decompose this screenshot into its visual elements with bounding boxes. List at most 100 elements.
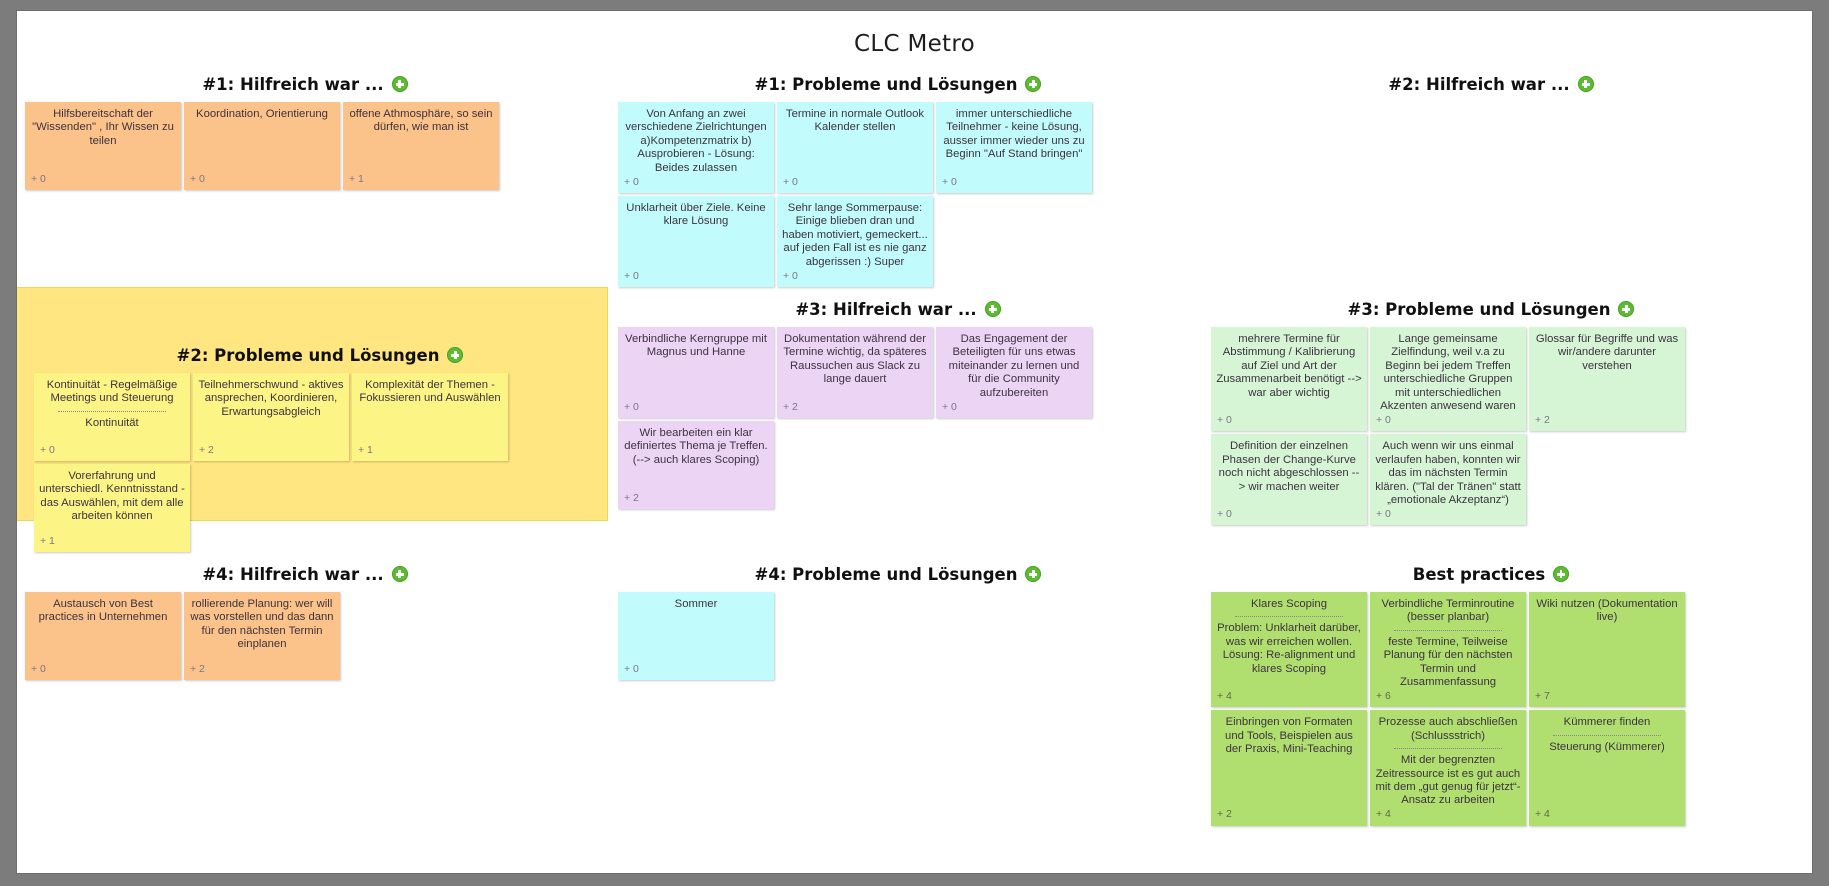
card[interactable]: Verbindliche Terminroutine (besser planb… bbox=[1370, 592, 1526, 708]
vote-count[interactable]: + 0 bbox=[624, 400, 639, 413]
vote-count[interactable]: + 2 bbox=[783, 400, 798, 413]
plus-circle-icon[interactable] bbox=[1577, 76, 1594, 92]
card[interactable]: Einbringen von Formaten und Tools, Beisp… bbox=[1211, 710, 1367, 826]
section-title: #1: Hilfreich war ... bbox=[202, 74, 384, 94]
retro-board: CLC Metro #1: Hilfreich war ... Hilfsber… bbox=[17, 11, 1812, 873]
card-text: Teilnehmerschwund - aktives ansprechen, … bbox=[198, 379, 344, 418]
vote-count[interactable]: + 1 bbox=[349, 172, 364, 185]
card[interactable]: Komplexität der Themen - Fokussieren und… bbox=[352, 373, 508, 461]
plus-circle-icon[interactable] bbox=[984, 301, 1001, 317]
vote-count[interactable]: + 4 bbox=[1217, 690, 1232, 703]
plus-circle-icon[interactable] bbox=[1553, 566, 1570, 582]
card[interactable]: Auch wenn wir uns einmal verlaufen haben… bbox=[1370, 434, 1526, 526]
vote-count[interactable]: + 0 bbox=[624, 269, 639, 282]
card[interactable]: Hilfsbereitschaft der "Wissenden" , Ihr … bbox=[25, 102, 181, 190]
vote-count[interactable]: + 6 bbox=[1376, 690, 1391, 703]
vote-count[interactable]: + 0 bbox=[783, 175, 798, 188]
vote-count[interactable]: + 0 bbox=[942, 175, 957, 188]
card-text: Klares Scoping bbox=[1251, 598, 1327, 610]
card[interactable]: Wiki nutzen (Dokumentation live) + 7 bbox=[1529, 592, 1685, 708]
vote-count[interactable]: + 2 bbox=[190, 662, 205, 675]
card[interactable]: offene Athmosphäre, so sein dürfen, wie … bbox=[343, 102, 499, 190]
card-text: Verbindliche Terminroutine (besser planb… bbox=[1381, 598, 1515, 624]
vote-count[interactable]: + 0 bbox=[1217, 508, 1232, 521]
section-s3-hilfreich: #3: Hilfreich war ... Verbindliche Kerng… bbox=[618, 298, 1178, 510]
card[interactable]: Vorerfahrung und unterschiedl. Kenntniss… bbox=[34, 464, 190, 552]
plus-circle-icon[interactable] bbox=[447, 347, 464, 363]
card[interactable]: Austausch von Best practices in Unterneh… bbox=[25, 592, 181, 680]
vote-count[interactable]: + 4 bbox=[1535, 808, 1550, 821]
card[interactable]: Kümmerer finden Steuerung (Kümmerer) + 4 bbox=[1529, 710, 1685, 826]
card-list: Klares Scoping Problem: Unklarheit darüb… bbox=[1211, 592, 1771, 826]
plus-circle-icon[interactable] bbox=[391, 76, 408, 92]
plus-circle-icon[interactable] bbox=[1618, 301, 1635, 317]
vote-count[interactable]: + 0 bbox=[31, 662, 46, 675]
vote-count[interactable]: + 0 bbox=[624, 175, 639, 188]
card[interactable]: Klares Scoping Problem: Unklarheit darüb… bbox=[1211, 592, 1367, 708]
vote-count[interactable]: + 0 bbox=[1376, 508, 1391, 521]
card-text-secondary: Steuerung (Kümmerer) bbox=[1549, 740, 1665, 753]
card-text: Sommer bbox=[674, 598, 718, 610]
card[interactable]: Verbindliche Kerngruppe mit Magnus und H… bbox=[618, 327, 774, 419]
plus-circle-icon[interactable] bbox=[1025, 566, 1042, 582]
card-text: Definition der einzelnen Phasen der Chan… bbox=[1218, 440, 1360, 493]
card-text: rollierende Planung: wer will was vorste… bbox=[190, 598, 334, 651]
section-s4-hilfreich: #4: Hilfreich war ... Austausch von Best… bbox=[25, 563, 585, 680]
card-divider bbox=[1393, 629, 1503, 631]
card-text: mehrere Termine für Abstimmung / Kalibri… bbox=[1216, 333, 1362, 399]
vote-count[interactable]: + 0 bbox=[1217, 414, 1232, 427]
vote-count[interactable]: + 1 bbox=[40, 534, 55, 547]
vote-count[interactable]: + 2 bbox=[1217, 808, 1232, 821]
vote-count[interactable]: + 0 bbox=[40, 443, 55, 456]
card[interactable]: Glossar für Begriffe und was wir/andere … bbox=[1529, 327, 1685, 432]
card-text: Lange gemeinsame Zielfindung, weil v.a z… bbox=[1380, 333, 1516, 413]
vote-count[interactable]: + 2 bbox=[1535, 414, 1550, 427]
card-text-secondary: Problem: Unklarheit darüber, was wir err… bbox=[1217, 622, 1361, 675]
card[interactable]: Sehr lange Sommerpause: Einige blieben d… bbox=[777, 196, 933, 288]
card-text: Kümmerer finden bbox=[1563, 716, 1651, 729]
vote-count[interactable]: + 0 bbox=[31, 172, 46, 185]
vote-count[interactable]: + 0 bbox=[624, 662, 639, 675]
section-header: #4: Hilfreich war ... bbox=[25, 563, 585, 585]
vote-count[interactable]: + 0 bbox=[942, 400, 957, 413]
card-list: Hilfsbereitschaft der "Wissenden" , Ihr … bbox=[25, 102, 585, 190]
section-title: #4: Hilfreich war ... bbox=[202, 564, 384, 584]
card[interactable]: Termine in normale Outlook Kalender stel… bbox=[777, 102, 933, 194]
vote-count[interactable]: + 2 bbox=[199, 443, 214, 456]
plus-circle-icon[interactable] bbox=[391, 566, 408, 582]
card[interactable]: Lange gemeinsame Zielfindung, weil v.a z… bbox=[1370, 327, 1526, 432]
card[interactable]: Von Anfang an zwei verschiedene Zielrich… bbox=[618, 102, 774, 194]
card[interactable]: Unklarheit über Ziele. Keine klare Lösun… bbox=[618, 196, 774, 288]
card[interactable]: Sommer + 0 bbox=[618, 592, 774, 680]
card-text: Kontinuität - Regelmäßige Meetings und S… bbox=[46, 379, 178, 405]
section-header: #2: Probleme und Lösungen bbox=[34, 344, 606, 366]
card-divider bbox=[57, 410, 167, 412]
vote-count[interactable]: + 7 bbox=[1535, 690, 1550, 703]
card-text: Von Anfang an zwei verschiedene Zielrich… bbox=[625, 108, 767, 174]
section-header: #1: Probleme und Lösungen bbox=[618, 73, 1178, 95]
card[interactable]: Teilnehmerschwund - aktives ansprechen, … bbox=[193, 373, 349, 461]
card[interactable]: Kontinuität - Regelmäßige Meetings und S… bbox=[34, 373, 190, 461]
card[interactable]: Definition der einzelnen Phasen der Chan… bbox=[1211, 434, 1367, 526]
plus-circle-icon[interactable] bbox=[1025, 76, 1042, 92]
card-divider bbox=[1393, 748, 1503, 750]
card-text: Austausch von Best practices in Unterneh… bbox=[38, 598, 168, 624]
card[interactable]: Das Engagement der Beteiligten für uns e… bbox=[936, 327, 1092, 419]
card[interactable]: Dokumentation während der Termine wichti… bbox=[777, 327, 933, 419]
section-header: #2: Hilfreich war ... bbox=[1211, 73, 1771, 95]
card[interactable]: mehrere Termine für Abstimmung / Kalibri… bbox=[1211, 327, 1367, 432]
card[interactable]: immer unterschiedliche Teilnehmer - kein… bbox=[936, 102, 1092, 194]
section-s4-probleme: #4: Probleme und Lösungen Sommer + 0 bbox=[618, 563, 1178, 680]
vote-count[interactable]: + 0 bbox=[190, 172, 205, 185]
vote-count[interactable]: + 0 bbox=[1376, 414, 1391, 427]
card[interactable]: rollierende Planung: wer will was vorste… bbox=[184, 592, 340, 680]
card-text-secondary: Mit der begrenzten Zeitressource ist es … bbox=[1375, 754, 1521, 807]
vote-count[interactable]: + 4 bbox=[1376, 808, 1391, 821]
card[interactable]: Koordination, Orientierung + 0 bbox=[184, 102, 340, 190]
card[interactable]: Wir bearbeiten ein klar definiertes Them… bbox=[618, 421, 774, 510]
vote-count[interactable]: + 1 bbox=[358, 443, 373, 456]
vote-count[interactable]: + 0 bbox=[783, 269, 798, 282]
card[interactable]: Prozesse auch abschließen (Schlussstrich… bbox=[1370, 710, 1526, 826]
card-text-secondary: feste Termine, Teilweise Planung für den… bbox=[1383, 635, 1513, 689]
vote-count[interactable]: + 2 bbox=[624, 491, 639, 504]
